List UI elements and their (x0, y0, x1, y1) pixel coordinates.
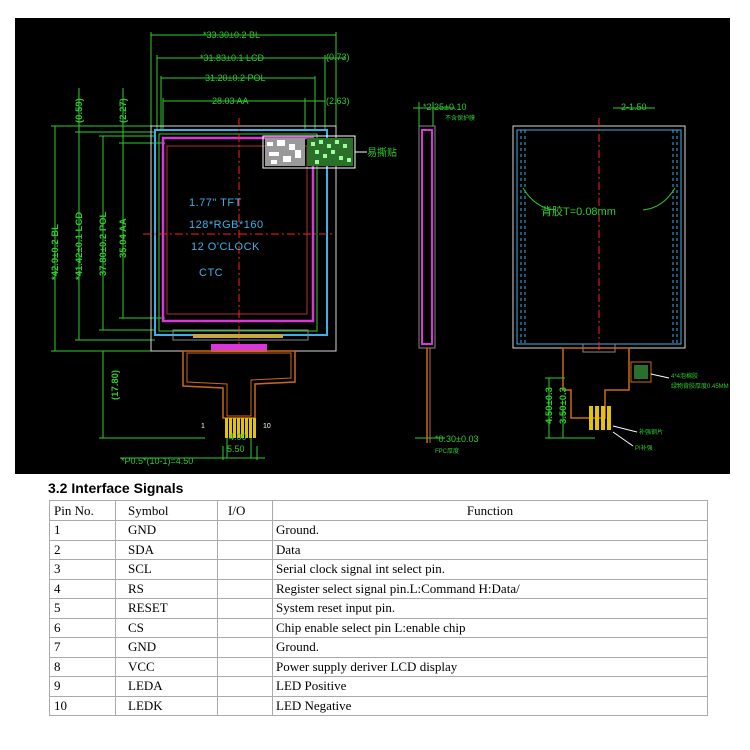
back-note-foam: 4*4泡棉胶 (671, 372, 698, 380)
cell-pin: 6 (49, 617, 116, 638)
table-row: 10 LEDK LED Negative (49, 695, 708, 716)
technical-drawing: *33.30±0.2 BL *31.83±0.1 LCD (0.73) 31.2… (15, 18, 730, 474)
fpc-width-b: 5.50 (227, 444, 245, 454)
cell-io (217, 617, 273, 638)
table-row: 5 RESET System reset input pin. (49, 598, 708, 619)
cell-symbol: VCC (115, 656, 218, 677)
fpc-pin1-label: 1 (201, 423, 205, 430)
table-row: 2 SDA Data (49, 539, 708, 560)
cell-function: LED Positive (272, 676, 708, 697)
cell-symbol: LEDK (115, 695, 218, 716)
side-fpc-thickness: *0.30±0.03 (435, 434, 478, 444)
dim-pol-height: 37.80±0.2 POL (98, 211, 109, 276)
cell-pin: 9 (49, 676, 116, 697)
cell-function: LED Negative (272, 695, 708, 716)
cell-io (217, 578, 273, 599)
cell-symbol: SDA (115, 539, 218, 560)
cell-symbol: RESET (115, 598, 218, 619)
back-dim-a: 4.50±0.3 (544, 387, 555, 424)
table-row: 7 GND Ground. (49, 637, 708, 658)
fpc-width-a: 4.00 (229, 432, 247, 442)
screen-line-size: 1.77" TFT (189, 197, 242, 209)
dim-aa-height: 35.04 AA (118, 218, 129, 258)
cell-io (217, 656, 273, 677)
cell-symbol: LEDA (115, 676, 218, 697)
cell-pin: 3 (49, 559, 116, 580)
back-dim-b: 3.50±0.3 (558, 387, 569, 424)
cell-io (217, 520, 273, 541)
fpc-pin10-label: 10 (263, 423, 271, 430)
side-view: *2.25±0.10 不含保护膜 *0.30±0.03 FPC厚度 (413, 102, 478, 455)
cell-function: Data (272, 539, 708, 560)
table-row: 4 RS Register select signal pin.L:Comman… (49, 578, 708, 599)
cell-io (217, 598, 273, 619)
header-io: I/O (217, 500, 273, 521)
cell-io (217, 637, 273, 658)
cell-function: Chip enable select pin L:enable chip (272, 617, 708, 638)
section-title: 3.2 Interface Signals (48, 480, 184, 496)
cell-symbol: CS (115, 617, 218, 638)
header-pin-no: Pin No. (49, 500, 116, 521)
dim-aa-offset: (2.63) (326, 96, 350, 106)
table-row: 9 LEDA LED Positive (49, 676, 708, 697)
back-note-steel: 补强钢片 (639, 428, 663, 436)
side-fpc-note: FPC厚度 (435, 447, 459, 455)
dim-bl-height: *42.9±0.2 BL (50, 224, 61, 280)
side-thickness: *2.25±0.10 (423, 102, 466, 112)
table-row: 1 GND Ground. (49, 520, 708, 541)
cell-function: Ground. (272, 520, 708, 541)
dim-lcd-height: *41.42±0.1 LCD (74, 212, 85, 280)
dim-lcd-offset: (0.73) (326, 52, 350, 62)
cell-pin: 7 (49, 637, 116, 658)
table-row: 8 VCC Power supply deriver LCD display (49, 656, 708, 677)
cell-pin: 5 (49, 598, 116, 619)
dim-top-offset: (0.59) (74, 98, 85, 123)
cell-symbol: SCL (115, 559, 218, 580)
dim-aa-top-offset: (2.27) (118, 98, 129, 123)
cell-pin: 2 (49, 539, 116, 560)
fpc-pitch: *P0.5*(10-1)=4.50 (121, 456, 193, 466)
dim-aa-width: 28.03 AA (212, 96, 249, 106)
dim-lcd-width: *31.83±0.1 LCD (200, 53, 264, 63)
dim-fpc-length: (17.80) (110, 370, 121, 400)
cell-io (217, 695, 273, 716)
table-row: 6 CS Chip enable select pin L:enable chi… (49, 617, 708, 638)
cell-function: System reset input pin. (272, 598, 708, 619)
cell-pin: 4 (49, 578, 116, 599)
cell-function: Serial clock signal int select pin. (272, 559, 708, 580)
dim-pol-width: 31.20±0.2 POL (205, 73, 265, 83)
screen-line-resolution: 128*RGB*160 (189, 219, 264, 231)
dim-bl-width: *33.30±0.2 BL (203, 30, 260, 40)
header-function: Function (272, 500, 708, 521)
sticker-label: 易撕贴 (367, 146, 397, 159)
back-corner-dim: 2-1.50 (621, 102, 647, 112)
header-symbol: Symbol (115, 500, 218, 521)
side-thickness-note: 不含保护膜 (445, 114, 475, 122)
back-view: 2-1.50 背胶T=0.08mm 4.50±0.3 (512, 102, 729, 452)
screen-line-orientation: 12 O'CLOCK (191, 241, 260, 253)
front-view: *33.30±0.2 BL *31.83±0.1 LCD (0.73) 31.2… (50, 30, 397, 466)
cell-function: Ground. (272, 637, 708, 658)
cell-symbol: GND (115, 520, 218, 541)
back-tape-note: 背胶T=0.08mm (541, 204, 616, 218)
cell-symbol: RS (115, 578, 218, 599)
cell-io (217, 559, 273, 580)
sticker-pattern (265, 138, 353, 166)
cell-pin: 10 (49, 695, 116, 716)
cell-io (217, 539, 273, 560)
cell-pin: 1 (49, 520, 116, 541)
cell-function: Power supply deriver LCD display (272, 656, 708, 677)
cell-pin: 8 (49, 656, 116, 677)
screen-line-ctc: CTC (199, 267, 223, 279)
table-header-row: Pin No. Symbol I/O Function (49, 500, 708, 521)
cell-symbol: GND (115, 637, 218, 658)
cell-io (217, 676, 273, 697)
interface-signals-table: Pin No. Symbol I/O Function 1 GND Ground… (49, 500, 708, 716)
table-row: 3 SCL Serial clock signal int select pin… (49, 559, 708, 580)
cell-function: Register select signal pin.L:Command H:D… (272, 578, 708, 599)
drawing-canvas: *33.30±0.2 BL *31.83±0.1 LCD (0.73) 31.2… (50, 30, 729, 466)
back-note-pi: PI补强 (635, 444, 653, 452)
back-note-tape: 绿物背胶厚度0.45MM (671, 382, 729, 390)
